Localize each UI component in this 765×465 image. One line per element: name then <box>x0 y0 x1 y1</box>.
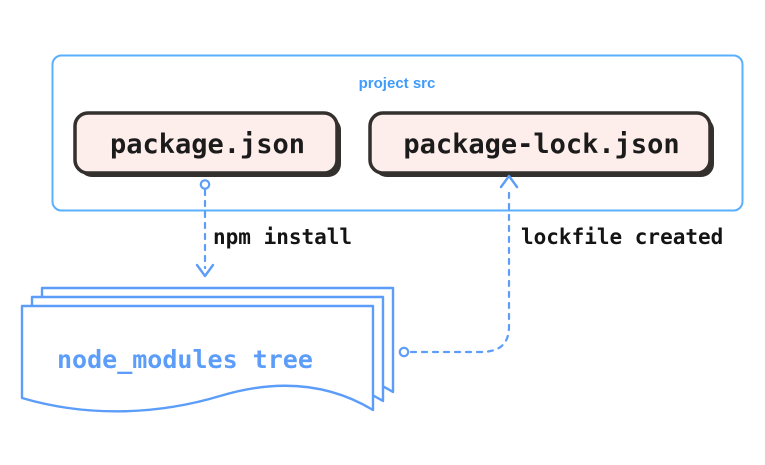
edge-lockfile-created[interactable] <box>398 174 519 358</box>
node-package-lock-json-label: package-lock.json <box>403 129 680 160</box>
edge-lockfile-created-line <box>409 188 511 354</box>
node-package-lock-json[interactable] <box>368 111 714 177</box>
edge-lockfile-created-arrow-up-icon <box>499 174 519 189</box>
node-node-modules-tree[interactable] <box>20 286 395 413</box>
edge-npm-install-start-circle <box>199 179 211 190</box>
edge-npm-install[interactable] <box>195 179 215 278</box>
node-node-modules-tree-label: node_modules tree <box>57 345 313 374</box>
edge-lockfile-created-start-circle <box>398 346 410 358</box>
node-package-json[interactable] <box>73 111 341 177</box>
node-package-json-body <box>73 111 339 175</box>
edge-npm-install-arrow-down-icon <box>195 263 215 278</box>
project-src-group-title: project src <box>358 75 436 92</box>
edge-npm-install-label: npm install <box>213 225 353 249</box>
edge-lockfile-created-label: lockfile created <box>521 225 724 249</box>
doc-layer-front <box>20 304 375 413</box>
node-package-lock-json-body <box>368 111 712 175</box>
node-package-json-label: package.json <box>109 129 306 160</box>
